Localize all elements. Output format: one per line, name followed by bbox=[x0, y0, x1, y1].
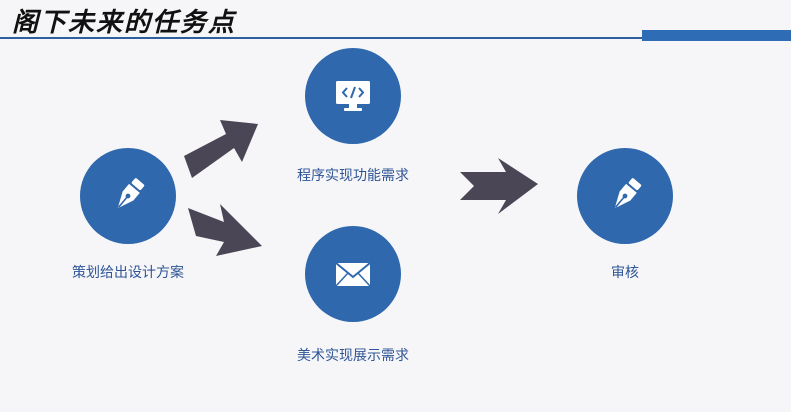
planning-circle bbox=[80, 148, 176, 244]
envelope-icon bbox=[335, 262, 371, 287]
art-circle bbox=[305, 226, 401, 322]
pen-nib-icon bbox=[614, 178, 642, 209]
pen-nib-icon bbox=[117, 178, 145, 209]
review-label: 审核 bbox=[611, 265, 639, 281]
arrow-planning-to-programming bbox=[184, 120, 258, 178]
arrow-to-review bbox=[460, 158, 538, 214]
title-underline bbox=[0, 37, 791, 39]
planning-label: 策划给出设计方案 bbox=[72, 265, 184, 281]
art-label: 美术实现展示需求 bbox=[297, 348, 409, 364]
programming-circle bbox=[305, 48, 401, 144]
slide-title: 阁下未来的任务点 bbox=[12, 8, 237, 38]
arrow-planning-to-art bbox=[188, 204, 262, 256]
code-monitor-icon bbox=[336, 81, 370, 111]
review-circle bbox=[577, 148, 673, 244]
accent-bar bbox=[642, 30, 791, 41]
programming-label: 程序实现功能需求 bbox=[297, 168, 409, 184]
